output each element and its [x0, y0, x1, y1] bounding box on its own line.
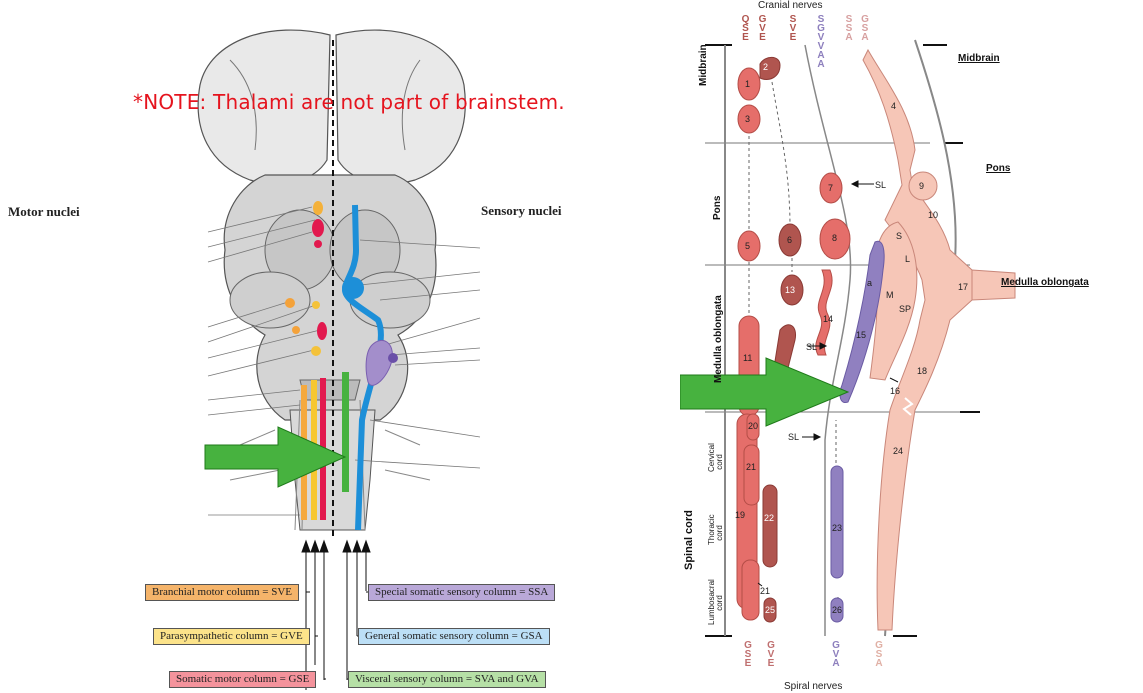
legend-general-somatic-sensory: General somatic sensory column = GSA	[358, 628, 550, 645]
letter-sp: SP	[899, 304, 912, 314]
nucleus-21: 21	[746, 462, 757, 472]
nucleus-10: 10	[928, 210, 939, 220]
legend-visceral-sensory: Visceral sensory column = SVA and GVA	[348, 671, 546, 688]
sl-label-1: SL	[875, 180, 887, 190]
letter-a: a	[867, 278, 873, 288]
nucleus-4: 4	[891, 101, 897, 111]
nucleus-16: 16	[890, 386, 901, 396]
pointer-arrow-left	[204, 426, 347, 488]
nucleus-25: 25	[765, 605, 776, 615]
nucleus-5: 5	[745, 241, 751, 251]
nucleus-13: 13	[785, 285, 796, 295]
brainstem-illustration	[197, 29, 481, 690]
nucleus-1: 1	[745, 79, 751, 89]
nucleus-19: 19	[735, 510, 746, 520]
motor-nuclei-label: Motor nuclei	[8, 204, 80, 219]
nucleus-3: 3	[745, 114, 751, 124]
legend-branchial-motor: Branchial motor column = SVE	[145, 584, 300, 601]
region-pons: Pons	[712, 195, 723, 220]
nucleus-24: 24	[893, 446, 904, 456]
nucleus-2: 2	[763, 62, 769, 72]
legend-somatic-motor: Somatic motor column = GSE	[169, 671, 317, 688]
nucleus-21b: 21	[760, 586, 771, 596]
nucleus-17: 17	[958, 282, 969, 292]
nucleus-14: 14	[823, 314, 834, 324]
letter-m: M	[886, 290, 894, 300]
sub-cervical: Cervical cord	[707, 443, 724, 472]
legend-parasympathetic: Parasympathetic column = GVE	[153, 628, 310, 645]
letter-l: L	[905, 254, 911, 264]
sub-lumbosacral: Lumbosacral cord	[707, 579, 724, 625]
nucleus-7: 7	[828, 183, 834, 193]
region-spinal-cord: Spinal cord	[683, 510, 695, 570]
nucleus-9: 9	[919, 181, 925, 191]
letter-s: S	[896, 231, 903, 241]
nucleus-18: 18	[917, 366, 928, 376]
nucleus-22: 22	[764, 513, 775, 523]
spinal-nerves-title: Spiral nerves	[784, 681, 843, 692]
nucleus-20: 20	[748, 421, 759, 431]
nucleus-6: 6	[787, 235, 793, 245]
pointer-arrow-right	[680, 357, 850, 427]
sl-label-3: SL	[788, 432, 800, 442]
legend-special-somatic-sensory: Special somatic sensory column = SSA	[368, 584, 556, 601]
cranial-nerves-title: Cranial nerves	[758, 0, 823, 11]
thalami-note: *NOTE: Thalami are not part of brainstem…	[133, 90, 565, 114]
sub-thoracic: Thoracic cord	[707, 514, 724, 545]
nucleus-8: 8	[832, 233, 838, 243]
nucleus-26: 26	[832, 605, 843, 615]
sensory-nuclei-label: Sensory nuclei	[481, 203, 562, 218]
sl-label-2: SL	[806, 342, 818, 352]
nucleus-11: 11	[743, 353, 753, 363]
region-midbrain: Midbrain	[698, 44, 709, 86]
label-medulla-right: Medulla oblongata	[1001, 277, 1089, 288]
label-pons-right: Pons	[986, 163, 1011, 174]
nucleus-15: 15	[856, 330, 867, 340]
label-midbrain-right: Midbrain	[958, 53, 1000, 64]
nucleus-23: 23	[832, 523, 843, 533]
region-medulla: Medulla oblongata	[713, 295, 724, 383]
nuclei-column-diagram	[680, 39, 1016, 637]
